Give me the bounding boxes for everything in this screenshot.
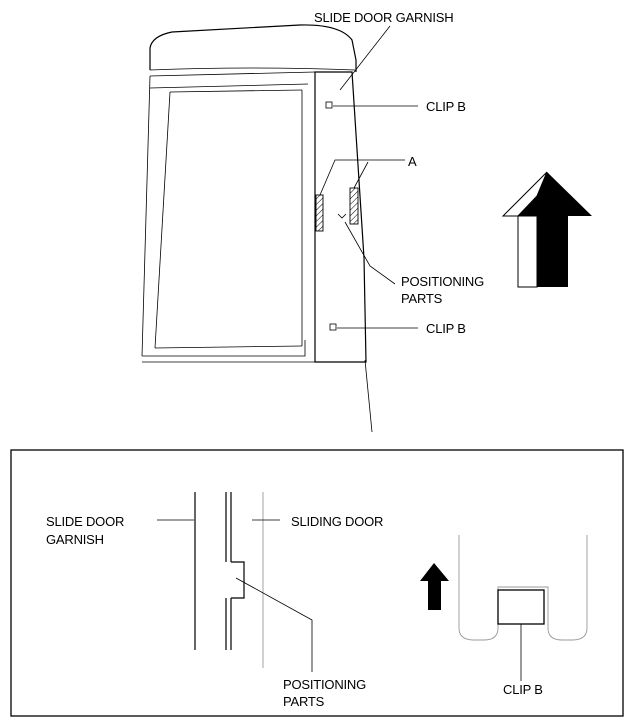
hatched-mark-icon [315,194,324,232]
slide-door-garnish-panel [314,25,418,363]
detail-cross-section [157,492,313,672]
label-a-marker: A [408,154,417,169]
label-detail-slide-door-1: SLIDE DOOR [46,514,124,529]
label-positioning-parts-2: PARTS [401,291,443,306]
label-detail-positioning-2: PARTS [283,694,325,709]
detail-frame [10,449,624,717]
clip-b-marker-lower [329,323,337,331]
detail-clip-b-view [458,535,588,681]
arrow-up-icon [501,171,592,288]
label-positioning-parts-1: POSITIONING [401,274,484,289]
label-slide-door-garnish: SLIDE DOOR GARNISH [314,10,453,25]
arrow-up-small-icon [420,563,449,610]
hatched-mark-icon [349,187,359,225]
label-clip-b-lower: CLIP B [426,321,466,336]
vehicle-body-outline [141,24,373,433]
label-clip-b-upper: CLIP B [426,99,466,114]
label-detail-positioning-1: POSITIONING [283,677,366,692]
clip-b-marker-upper [325,101,333,109]
label-detail-slide-door-2: GARNISH [46,532,104,547]
label-sliding-door: SLIDING DOOR [291,514,383,529]
label-detail-clip-b: CLIP B [503,682,543,697]
